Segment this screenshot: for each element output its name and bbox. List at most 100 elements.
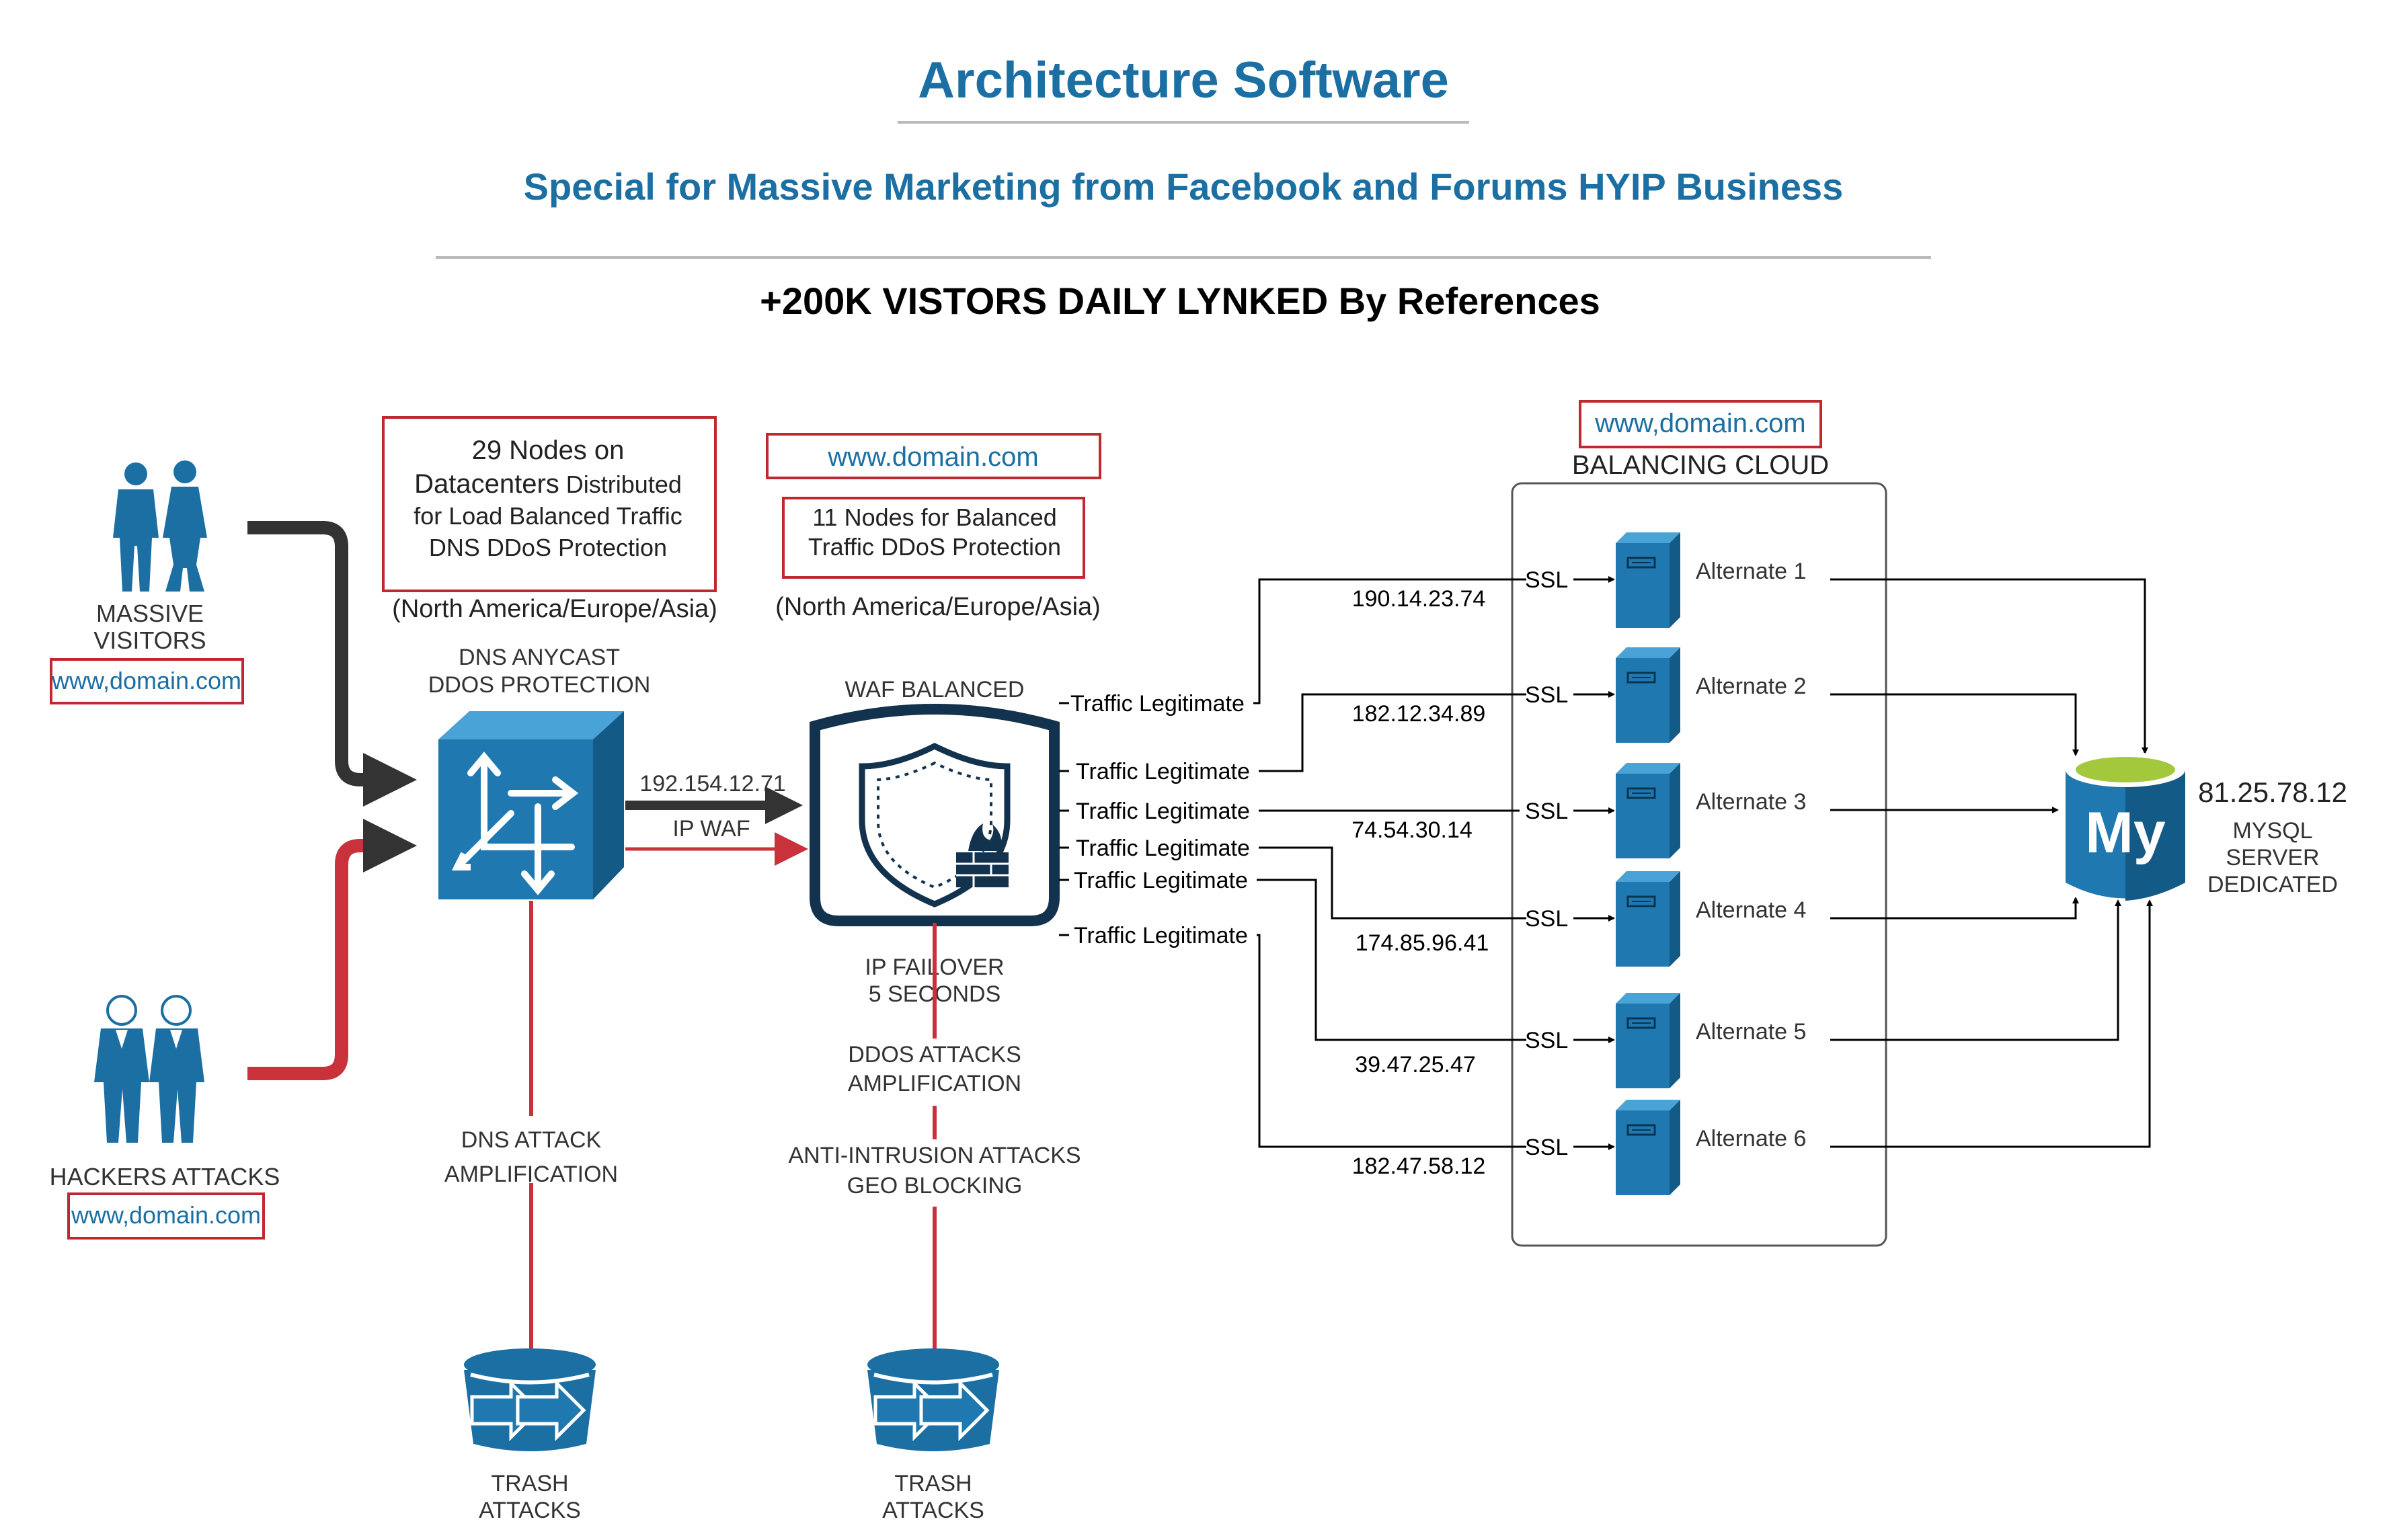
server-ip: 190.14.23.74 (1352, 586, 1486, 612)
cloud-label: BALANCING CLOUD (1572, 450, 1829, 480)
waf-node-label: WAF BALANCED (845, 677, 1024, 702)
traffic-legitimate-label: Traffic Legitimate (1074, 923, 1248, 948)
server-rows: Traffic LegitimateSSL190.14.23.74Alterna… (1059, 532, 2153, 1195)
waf-region: (North America/Europe/Asia) (775, 593, 1101, 621)
router-arrows-icon[interactable] (438, 711, 624, 899)
dns-ip-label: IP WAF (672, 816, 750, 842)
dns-info-line1: 29 Nodes on (472, 436, 625, 465)
db-label-2: SERVER (2226, 845, 2319, 870)
visitors-domain-box (50, 658, 244, 704)
dns-info-line4: DNS DDoS Protection (429, 534, 667, 561)
ssl-label: SSL (1525, 1135, 1568, 1160)
waf-attack2-label-1: ANTI-INTRUSION ATTACKS (788, 1143, 1081, 1168)
visitors-label-2: VISITORS (93, 626, 206, 654)
server-name: Alternate 3 (1696, 789, 1806, 815)
traffic-legitimate-label: Traffic Legitimate (1076, 836, 1250, 861)
trash-bin-icon (867, 1348, 999, 1451)
ssl-label: SSL (1525, 1028, 1568, 1053)
waf-attack1-label-1: DDOS ATTACKS (848, 1042, 1021, 1067)
server-to-db-connector (1830, 899, 2121, 1041)
server-row: Traffic Legitimate SSL 74.54.30.14 Alternat… (1059, 763, 2059, 858)
server-name: Alternate 6 (1696, 1126, 1806, 1151)
traffic-legitimate-label: Traffic Legitimate (1074, 868, 1248, 893)
server-icon[interactable] (1616, 993, 1680, 1088)
hackers-domain[interactable]: www,domain.com (71, 1201, 261, 1229)
server-row: Traffic Legitimate SSL 190.14.23.74 Alterna… (1059, 532, 2148, 754)
waf-domain[interactable]: www.domain.com (827, 442, 1038, 472)
ssl-label: SSL (1525, 682, 1568, 708)
waf-attack2-label-bg (780, 1139, 1089, 1207)
dns-info-box (382, 416, 717, 592)
traffic-connector (1259, 846, 1526, 920)
traffic-connector (1259, 693, 1526, 772)
traffic-legitimate-label: Traffic Legitimate (1070, 691, 1245, 717)
server-ip: 182.12.34.89 (1352, 701, 1486, 727)
waf-info-line2: Traffic DDoS Protection (808, 533, 1061, 561)
waf-info-box (782, 497, 1085, 579)
ssl-label: SSL (1525, 567, 1568, 593)
server-icon[interactable] (1616, 532, 1680, 628)
traffic-legitimate-label: Traffic Legitimate (1076, 759, 1250, 784)
db-label-3: DEDICATED (2207, 872, 2338, 897)
cloud-domain[interactable]: www,domain.com (1594, 409, 1805, 438)
trash-left-label-1: TRASH (491, 1471, 568, 1496)
trash-bin-icon (464, 1348, 596, 1451)
trash-right-label-2: ATTACKS (882, 1498, 984, 1523)
traffic-connector (1257, 934, 1526, 1148)
hackers-to-dns-connector (247, 819, 417, 1080)
shield-firewall-icon[interactable] (810, 704, 1060, 926)
server-row: Traffic LegitimateSSL174.85.96.41Alterna… (1059, 836, 2079, 967)
ssl-label: SSL (1525, 799, 1568, 824)
server-to-db-connector (1830, 578, 2148, 754)
waf-attack2-label-2: GEO BLOCKING (847, 1173, 1023, 1199)
hackers-label: HACKERS ATTACKS (50, 1163, 280, 1190)
waf-attack1-label-bg (787, 1039, 1083, 1106)
server-icon[interactable] (1616, 763, 1680, 858)
page-title: Architecture Software (918, 52, 1449, 109)
traffic-connector (1257, 879, 1526, 1041)
visitors-domain[interactable]: www,domain.com (51, 667, 241, 694)
ssl-label: SSL (1525, 906, 1568, 932)
dns-region: (North America/Europe/Asia) (392, 595, 717, 623)
server-ip: 182.47.58.12 (1352, 1153, 1486, 1179)
server-row: Traffic LegitimateSSL182.47.58.12Alterna… (1059, 899, 2153, 1195)
waf-domain-box (766, 433, 1101, 479)
server-ip: 39.47.25.47 (1355, 1052, 1476, 1078)
server-to-db-connector (1830, 693, 2079, 756)
server-name: Alternate 5 (1696, 1019, 1806, 1045)
db-ip: 81.25.78.12 (2198, 776, 2347, 808)
db-label-1: MYSQL (2232, 818, 2312, 844)
server-to-db-connector (1830, 899, 2153, 1148)
mysql-database-icon[interactable]: My (2066, 752, 2185, 901)
traffic-connector (1253, 578, 1526, 704)
server-row: Traffic LegitimateSSL182.12.34.89Alterna… (1059, 647, 2079, 784)
mysql-logo-text: My (2085, 801, 2166, 865)
server-ip: 174.85.96.41 (1356, 930, 1489, 956)
trash-right-label-1: TRASH (894, 1471, 972, 1496)
server-ip: 74.54.30.14 (1351, 817, 1473, 843)
dns-attack-label-bg (430, 1116, 632, 1183)
dns-attack-label-2: AMPLIFICATION (444, 1162, 618, 1187)
trash-left-label-2: ATTACKS (479, 1498, 581, 1523)
tagline: +200K VISTORS DAILY LYNKED By References (760, 280, 1600, 322)
waf-info-line1: 11 Nodes for Balanced (812, 503, 1057, 531)
server-to-db-connector (1830, 897, 2079, 920)
dns-attack-label-1: DNS ATTACK (461, 1127, 602, 1153)
server-icon[interactable] (1616, 647, 1680, 743)
server-row: Traffic LegitimateSSL39.47.25.47Alternat… (1059, 868, 2121, 1088)
dns-ip: 192.154.12.71 (639, 771, 785, 797)
waf-attack1-label-2: AMPLIFICATION (848, 1071, 1021, 1096)
cloud-domain-box (1579, 400, 1822, 448)
server-name: Alternate 4 (1696, 897, 1806, 923)
visitors-label-1: MASSIVE (96, 600, 204, 627)
server-name: Alternate 1 (1696, 559, 1806, 584)
server-icon[interactable] (1616, 1100, 1680, 1195)
traffic-legitimate-label: Traffic Legitimate (1076, 799, 1250, 824)
server-icon[interactable] (1616, 871, 1680, 967)
balancing-cloud-container (1511, 482, 1887, 1247)
page-subtitle: Special for Massive Marketing from Faceb… (524, 165, 1844, 208)
dns-info-line2: Datacenters Distributed (414, 469, 682, 499)
dns-node-label-1: DNS ANYCAST (459, 645, 620, 670)
